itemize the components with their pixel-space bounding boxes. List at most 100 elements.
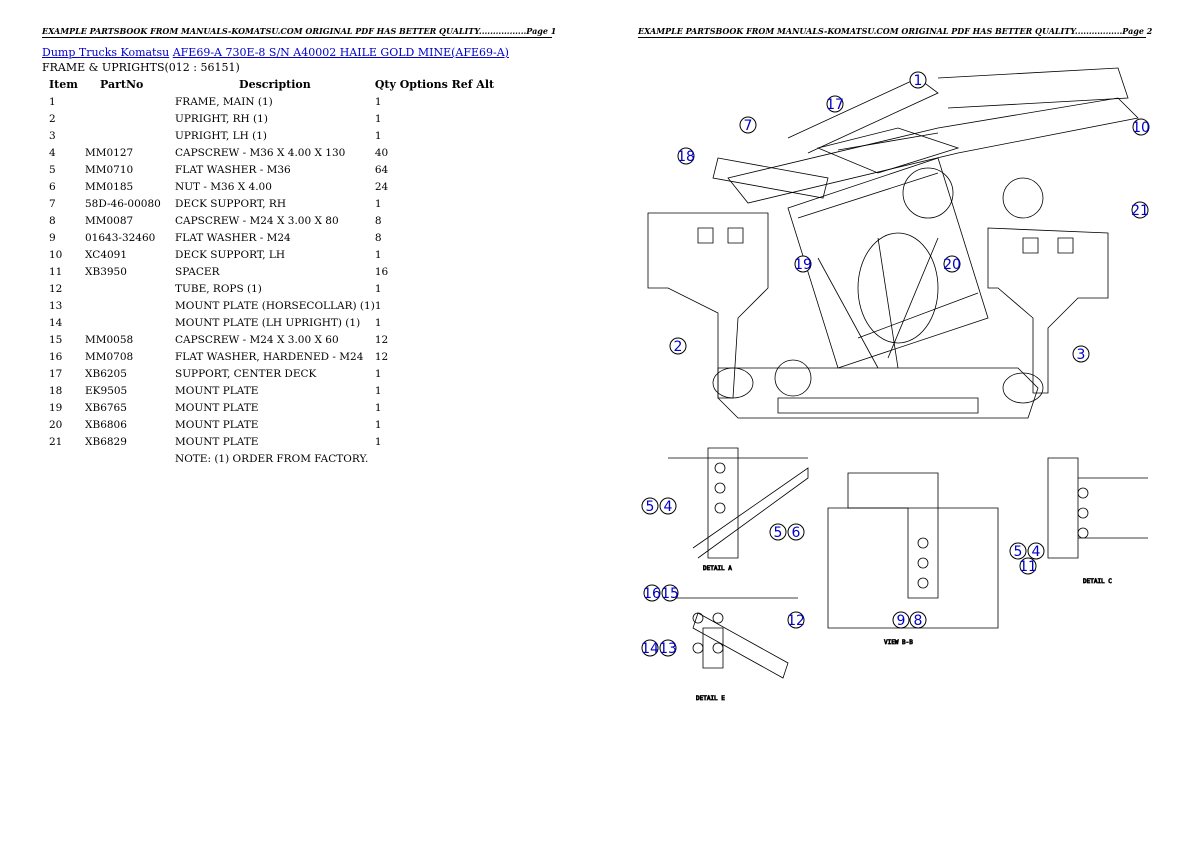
cell-description: TUBE, ROPS (1) xyxy=(175,282,262,295)
cell-qty: 12 xyxy=(374,333,389,346)
breadcrumb: Dump Trucks Komatsu AFE69-A 730E-8 S/N A… xyxy=(42,46,509,59)
cell-partno: MM0058 xyxy=(85,333,134,346)
detail-e-label: DETAIL E xyxy=(696,695,725,702)
callout-number: 17 xyxy=(826,97,844,113)
detail-a-drawing: DETAIL A xyxy=(668,447,809,572)
callout-circle xyxy=(659,639,677,657)
cell-item: 3 xyxy=(49,129,56,142)
cell-description: CAPSCREW - M24 X 3.00 X 80 xyxy=(175,214,339,227)
callout-number: 8 xyxy=(914,613,923,629)
cell-item: 11 xyxy=(49,265,63,278)
callout-number: 6 xyxy=(792,525,801,541)
callout-number: 4 xyxy=(1032,544,1041,560)
cell-description: FLAT WASHER - M36 xyxy=(175,163,291,176)
callout-number: 14 xyxy=(641,641,659,657)
cell-qty: 1 xyxy=(374,248,382,261)
cell-partno: XB6205 xyxy=(85,367,127,380)
cell-partno xyxy=(85,314,175,331)
cell-description: CAPSCREW - M36 X 4.00 X 130 xyxy=(175,146,346,159)
cell-partno: MM0710 xyxy=(85,163,134,176)
cell-qty: 16 xyxy=(374,265,389,278)
cell-qty: 1 xyxy=(374,129,382,142)
cell-partno: XB3950 xyxy=(85,265,127,278)
callout-number: 5 xyxy=(774,525,783,541)
cell-description: UPRIGHT, RH (1) xyxy=(175,112,268,125)
cell-partno: XB6765 xyxy=(85,401,127,414)
callout-number: 10 xyxy=(1132,120,1150,136)
callout-number: 5 xyxy=(1014,544,1023,560)
col-qty-header: Qty Options Ref Alt xyxy=(374,77,495,91)
callout-number: 16 xyxy=(643,586,661,602)
cell-partno: 58D-46-00080 xyxy=(85,197,161,210)
cell-qty: 1 xyxy=(374,435,382,448)
cell-qty: 1 xyxy=(374,299,382,312)
breadcrumb-category-link[interactable]: Dump Trucks Komatsu xyxy=(42,46,170,59)
cell-partno: XB6829 xyxy=(85,435,127,448)
cell-qty: 1 xyxy=(374,418,382,431)
cell-item: 7 xyxy=(49,197,56,210)
callout-circle xyxy=(1019,557,1037,575)
cell-description: CAPSCREW - M24 X 3.00 X 60 xyxy=(175,333,339,346)
cell-item: 13 xyxy=(49,299,63,312)
cell-item: 21 xyxy=(49,435,63,448)
cell-description: MOUNT PLATE (LH UPRIGHT) (1) xyxy=(175,316,361,329)
cell-partno xyxy=(85,127,175,144)
cell-item: 12 xyxy=(49,282,63,295)
callout-number: 4 xyxy=(664,499,673,515)
cell-qty: 1 xyxy=(374,401,382,414)
cell-item: 6 xyxy=(49,180,56,193)
table-row: 21 XB6829 MOUNT PLATE 1 xyxy=(42,433,494,450)
cell-partno: XB6806 xyxy=(85,418,127,431)
callout-circle xyxy=(643,584,661,602)
callout-circle xyxy=(739,116,757,134)
cell-item: 5 xyxy=(49,163,56,176)
cell-item: 9 xyxy=(49,231,56,244)
callout-circle xyxy=(641,639,659,657)
cell-item: 19 xyxy=(49,401,63,414)
cell-item: 4 xyxy=(49,146,56,159)
callout-circle xyxy=(659,497,677,515)
callout-number: 1 xyxy=(914,73,923,89)
cell-qty: 1 xyxy=(374,316,382,329)
cell-qty: 1 xyxy=(374,282,382,295)
cell-description: FLAT WASHER - M24 xyxy=(175,231,291,244)
cell-description: DECK SUPPORT, LH xyxy=(175,248,286,261)
callout-number: 3 xyxy=(1077,347,1086,363)
cell-qty: 1 xyxy=(374,112,382,125)
callout-circle xyxy=(909,71,927,89)
callout-number: 15 xyxy=(661,586,679,602)
cell-qty: 1 xyxy=(374,95,382,108)
cell-description: UPRIGHT, LH (1) xyxy=(175,129,267,142)
page-2-header: EXAMPLE PARTSBOOK FROM MANUALS-KOMATSU.C… xyxy=(638,26,1153,38)
table-row: 5 MM0710 FLAT WASHER - M36 64 xyxy=(42,161,494,178)
cell-qty: 1 xyxy=(374,367,382,380)
breadcrumb-model-link[interactable]: AFE69-A 730E-8 S/N A40002 HAILE GOLD MIN… xyxy=(172,46,509,59)
cell-description: MOUNT PLATE xyxy=(175,435,259,448)
cell-description: NOTE: (1) ORDER FROM FACTORY. xyxy=(175,452,369,465)
cell-qty: 64 xyxy=(374,163,389,176)
cell-description: SUPPORT, CENTER DECK xyxy=(175,367,317,380)
callout-number: 13 xyxy=(659,641,677,657)
detail-c-drawing: DETAIL C xyxy=(1047,457,1148,585)
cell-qty: 40 xyxy=(374,146,389,159)
cell-qty: 8 xyxy=(374,231,382,244)
parts-table: Item PartNo Description Qty Options Ref … xyxy=(42,77,494,467)
callout-circle xyxy=(641,497,659,515)
exploded-parts-diagram: DETAIL A VIEW B-B DETAIL C DETAIL E 1177… xyxy=(641,67,1150,702)
cell-description: FLAT WASHER, HARDENED - M24 xyxy=(175,350,364,363)
cell-partno xyxy=(85,450,175,467)
cell-partno: MM0708 xyxy=(85,350,134,363)
callout-circle xyxy=(1072,345,1090,363)
callout-circle xyxy=(943,255,961,273)
callout-number: 11 xyxy=(1019,559,1037,575)
